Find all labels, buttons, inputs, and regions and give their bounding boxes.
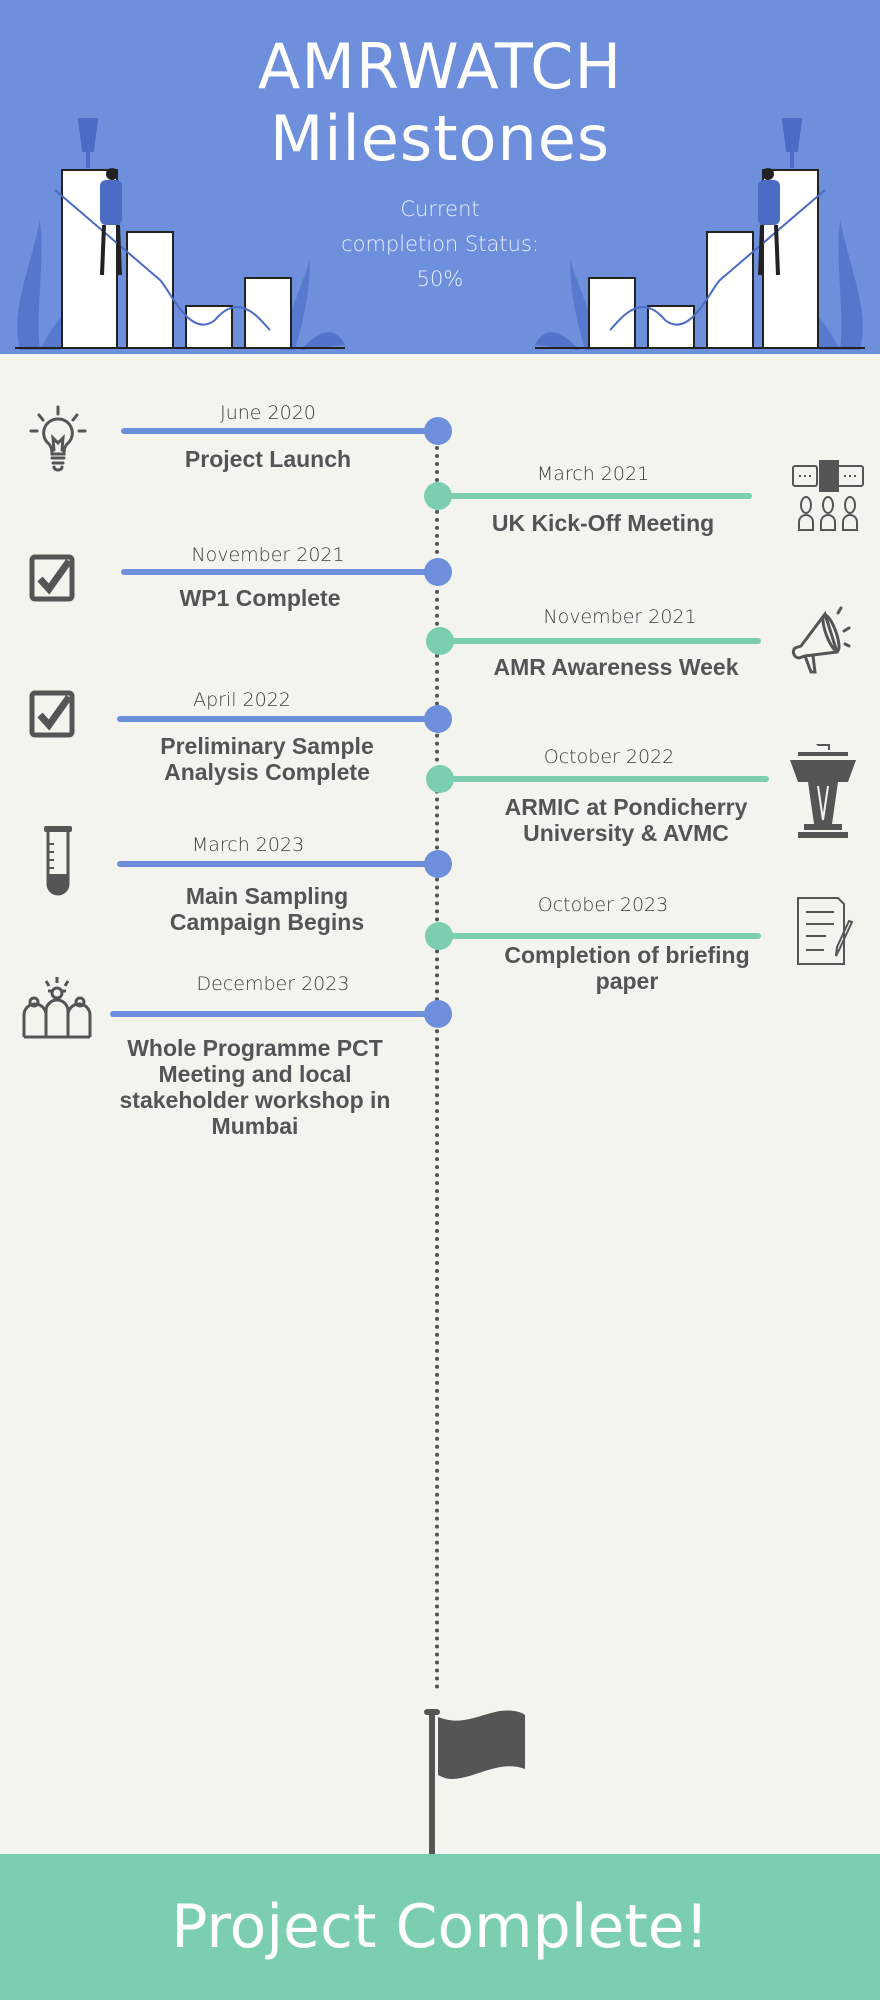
checkbox-icon — [29, 554, 75, 602]
flag-icon — [424, 1709, 525, 1861]
milestone-date: March 2021 — [536, 463, 650, 485]
timeline-node — [424, 482, 452, 510]
status-label-line2: completion Status: — [341, 232, 539, 256]
page-title-line2: Milestones — [269, 102, 611, 175]
milestone-title: Whole Programme PCT Meeting and local st… — [119, 1035, 391, 1139]
milestone-title: ARMIC at Pondicherry University & AVMC — [504, 794, 748, 846]
document-icon — [797, 897, 854, 965]
timeline-connector — [437, 638, 761, 644]
timeline-node — [426, 627, 454, 655]
status-label-line1: Current — [400, 197, 480, 221]
timeline-connector — [117, 716, 437, 722]
timeline-node — [424, 558, 452, 586]
lightbulb-icon — [29, 405, 87, 472]
timeline-node — [424, 1000, 452, 1028]
checkbox-icon — [29, 690, 75, 738]
timeline-connector — [437, 933, 761, 939]
timeline-node — [425, 922, 453, 950]
timeline-connector — [121, 569, 437, 575]
timeline-node — [424, 705, 452, 733]
timeline-connector — [121, 428, 437, 434]
milestone-date: April 2022 — [193, 689, 291, 711]
podium-icon — [790, 744, 856, 838]
milestone-date: June 2020 — [220, 402, 316, 424]
page-title-line1: AMRWATCH — [257, 30, 623, 103]
milestone-date: December 2023 — [196, 973, 350, 995]
milestone-date: November 2021 — [543, 606, 697, 628]
milestone-date: October 2022 — [543, 746, 675, 768]
timeline-connector — [117, 861, 437, 867]
milestone-title: WP1 Complete — [179, 585, 341, 611]
timeline-connector — [110, 1011, 437, 1017]
megaphone-icon — [791, 606, 851, 674]
milestone-title: Project Launch — [184, 446, 352, 472]
timeline-axis — [435, 446, 439, 1690]
footer-label: Project Complete! — [171, 1892, 709, 1962]
team-icon — [22, 977, 92, 1039]
milestone-title: Completion of briefing paper — [504, 942, 750, 994]
growth-chart-illustration-left — [15, 118, 345, 350]
milestone-title: AMR Awareness Week — [493, 654, 739, 680]
milestone-date: October 2023 — [537, 894, 669, 916]
timeline-node — [424, 417, 452, 445]
test-tube-icon — [44, 826, 72, 896]
header-banner: AMRWATCH Milestones Current completion S… — [0, 0, 880, 354]
status-value: 50% — [416, 267, 464, 291]
timeline-connector — [437, 776, 769, 782]
milestone-title: Main Sampling Campaign Begins — [169, 883, 365, 935]
milestone-date: March 2023 — [191, 834, 305, 856]
growth-chart-illustration-right — [535, 118, 865, 350]
milestone-title: UK Kick-Off Meeting — [491, 510, 715, 536]
footer-banner: Project Complete! — [0, 1854, 880, 2000]
completion-status: Current completion Status: 50% — [290, 192, 590, 297]
timeline-node — [426, 765, 454, 793]
meeting-icon — [792, 460, 864, 531]
timeline-node — [424, 850, 452, 878]
milestone-date: November 2021 — [191, 544, 345, 566]
timeline-connector — [437, 493, 752, 499]
milestone-title: Preliminary Sample Analysis Complete — [160, 733, 374, 785]
